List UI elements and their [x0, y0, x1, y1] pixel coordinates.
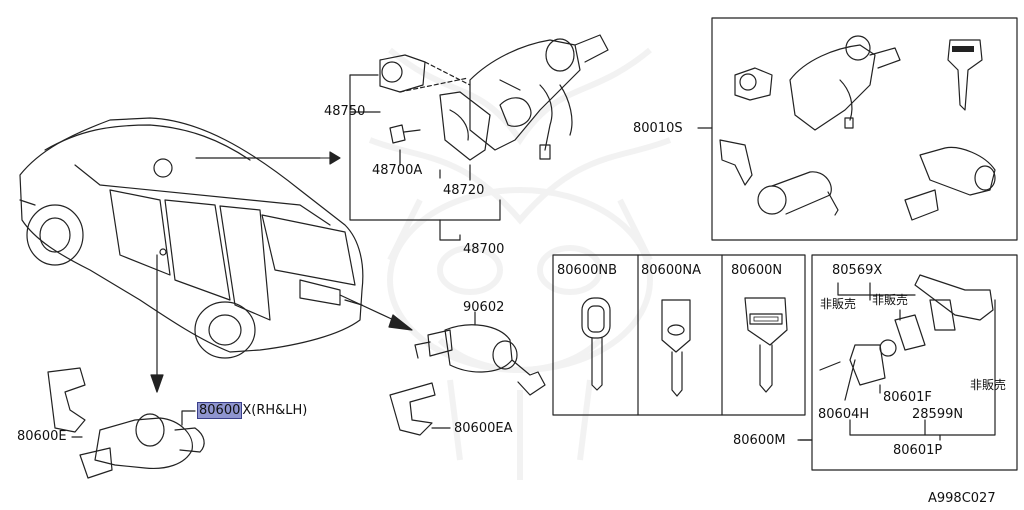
back-door-lock	[414, 324, 546, 396]
label-hihanbai-2: 非販売	[872, 293, 909, 307]
kit-80010s-parts	[719, 35, 996, 221]
label-80600n: 80600N	[731, 263, 783, 278]
key-80600nb	[581, 297, 611, 391]
keys-box	[552, 254, 806, 416]
label-80600nb: 80600NB	[557, 263, 617, 278]
label-28599n: 28599N	[912, 407, 964, 422]
label-80600na: 80600NA	[641, 263, 701, 278]
label-80600e: 80600E	[17, 429, 67, 444]
back-door-bracket	[389, 382, 436, 436]
highlighted-part-number[interactable]: 80600	[197, 402, 243, 419]
key-80600n	[744, 297, 788, 393]
kit-80010s-box	[711, 17, 1018, 241]
front-door-bracket	[47, 367, 86, 433]
label-48720: 48720	[443, 183, 485, 198]
bracket-48700	[349, 74, 441, 221]
label-80010s: 80010S	[633, 121, 683, 136]
label-90602: 90602	[463, 300, 505, 315]
label-48700a: 48700A	[372, 163, 423, 178]
key-80600na	[661, 299, 691, 397]
label-48750: 48750	[324, 104, 366, 119]
label-48700: 48700	[463, 242, 505, 257]
label-80604h: 80604H	[818, 407, 870, 422]
transponder-box	[811, 254, 1018, 471]
watermark-emblem	[368, 47, 672, 480]
label-80601p: 80601P	[893, 443, 943, 458]
vehicle-outline	[19, 117, 364, 359]
ignition-cylinder-assembly	[379, 34, 609, 161]
label-80569x: 80569X	[832, 263, 883, 278]
label-80600x-suffix: X(RH&LH)	[242, 403, 308, 418]
label-80600ea: 80600EA	[454, 421, 513, 436]
label-80600m: 80600M	[733, 433, 786, 448]
label-80601f: 80601F	[883, 390, 932, 405]
label-hihanbai-1: 非販売	[820, 297, 857, 311]
transponder-parts	[819, 274, 994, 386]
diagram-id: A998C027	[928, 491, 996, 506]
label-hihanbai-3: 非販売	[970, 378, 1007, 392]
arrow-to-back-door-lock	[339, 294, 399, 323]
front-door-lock	[79, 413, 205, 479]
